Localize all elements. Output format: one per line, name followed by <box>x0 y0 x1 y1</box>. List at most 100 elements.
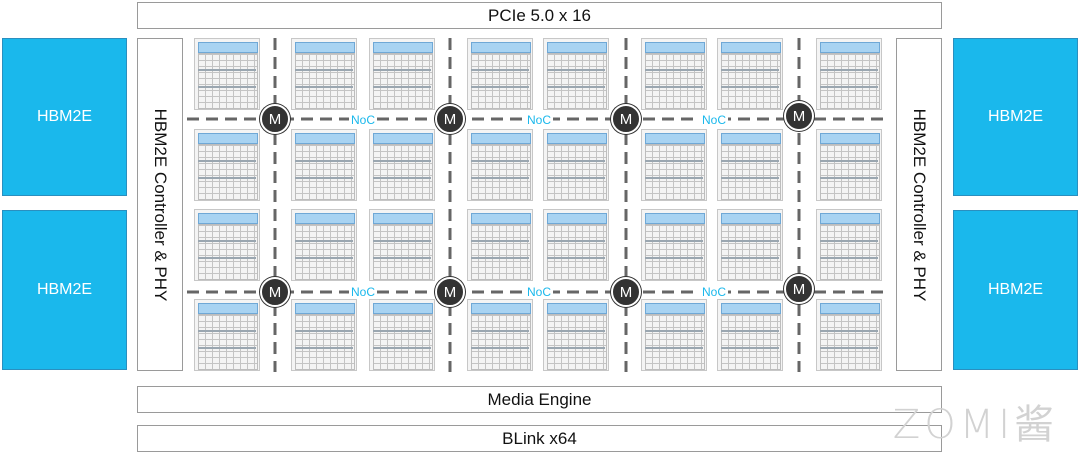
core-divider <box>547 347 605 349</box>
core-header-bar <box>295 303 355 314</box>
core-divider <box>645 86 703 88</box>
compute-core-tile <box>467 38 533 110</box>
memory-node: M <box>260 104 290 134</box>
compute-core-tile <box>816 38 882 110</box>
core-divider <box>820 160 878 162</box>
noc-label: NoC <box>700 285 729 299</box>
core-divider <box>547 69 605 71</box>
core-divider <box>198 330 256 332</box>
core-unit-grid <box>295 53 355 109</box>
core-unit-grid <box>295 224 355 280</box>
compute-core-tile <box>194 38 260 110</box>
core-divider <box>373 160 431 162</box>
core-divider <box>295 240 353 242</box>
core-unit-grid <box>373 144 433 200</box>
core-divider <box>547 86 605 88</box>
compute-core-tile <box>291 38 357 110</box>
memory-node: M <box>260 277 290 307</box>
core-divider <box>547 330 605 332</box>
compute-core-tile <box>291 129 357 201</box>
core-header-bar <box>547 42 607 53</box>
hbm-controller-right: HBM2E Controller & PHY <box>896 38 942 371</box>
core-header-bar <box>721 303 781 314</box>
core-header-bar <box>373 303 433 314</box>
core-divider <box>373 257 431 259</box>
core-divider <box>820 69 878 71</box>
core-header-bar <box>373 133 433 144</box>
core-divider <box>645 240 703 242</box>
core-header-bar <box>721 133 781 144</box>
compute-core-tile <box>467 129 533 201</box>
pcie-bar: PCIe 5.0 x 16 <box>137 2 942 29</box>
compute-core-tile <box>641 38 707 110</box>
compute-core-tile <box>194 129 260 201</box>
compute-core-tile <box>717 209 783 281</box>
core-header-bar <box>645 42 705 53</box>
memory-node: M <box>611 277 641 307</box>
core-unit-grid <box>820 53 880 109</box>
compute-core-tile <box>641 129 707 201</box>
core-unit-grid <box>471 53 531 109</box>
core-divider <box>373 347 431 349</box>
core-unit-grid <box>547 314 607 370</box>
core-divider <box>471 347 529 349</box>
core-header-bar <box>820 133 880 144</box>
core-divider <box>198 86 256 88</box>
core-divider <box>295 86 353 88</box>
compute-core-tile <box>543 209 609 281</box>
core-divider <box>471 160 529 162</box>
compute-core-tile <box>717 38 783 110</box>
noc-label: NoC <box>700 113 729 127</box>
core-header-bar <box>198 213 258 224</box>
blink-bar: BLink x64 <box>137 425 942 452</box>
core-divider <box>198 347 256 349</box>
core-header-bar <box>471 42 531 53</box>
core-unit-grid <box>820 224 880 280</box>
compute-core-tile <box>543 129 609 201</box>
compute-core-tile <box>369 209 435 281</box>
core-header-bar <box>645 133 705 144</box>
core-divider <box>198 177 256 179</box>
hbm-block-bottom-left: HBM2E <box>2 210 127 370</box>
core-unit-grid <box>721 224 781 280</box>
core-header-bar <box>645 303 705 314</box>
core-unit-grid <box>645 224 705 280</box>
core-unit-grid <box>820 144 880 200</box>
noc-label: NoC <box>525 285 554 299</box>
core-divider <box>373 69 431 71</box>
core-unit-grid <box>721 53 781 109</box>
core-divider <box>721 330 779 332</box>
hbm-block-bottom-right: HBM2E <box>953 210 1078 370</box>
core-divider <box>721 160 779 162</box>
core-divider <box>471 330 529 332</box>
core-divider <box>820 257 878 259</box>
core-divider <box>645 160 703 162</box>
core-header-bar <box>295 42 355 53</box>
hbm-block-top-left: HBM2E <box>2 38 127 196</box>
compute-core-tile <box>816 129 882 201</box>
noc-label: NoC <box>349 285 378 299</box>
compute-core-tile <box>291 209 357 281</box>
core-divider <box>373 330 431 332</box>
core-divider <box>373 86 431 88</box>
noc-label: NoC <box>349 113 378 127</box>
core-header-bar <box>373 42 433 53</box>
core-header-bar <box>198 303 258 314</box>
core-divider <box>471 177 529 179</box>
core-unit-grid <box>198 144 258 200</box>
core-unit-grid <box>721 314 781 370</box>
compute-core-tile <box>369 38 435 110</box>
core-divider <box>471 86 529 88</box>
hbm-controller-left: HBM2E Controller & PHY <box>137 38 183 371</box>
compute-core-tile <box>717 299 783 371</box>
memory-node: M <box>784 101 814 131</box>
core-divider <box>820 86 878 88</box>
noc-label: NoC <box>525 113 554 127</box>
core-header-bar <box>820 213 880 224</box>
core-header-bar <box>547 303 607 314</box>
core-divider <box>820 240 878 242</box>
core-divider <box>721 347 779 349</box>
core-divider <box>471 240 529 242</box>
core-header-bar <box>198 133 258 144</box>
compute-core-tile <box>641 209 707 281</box>
